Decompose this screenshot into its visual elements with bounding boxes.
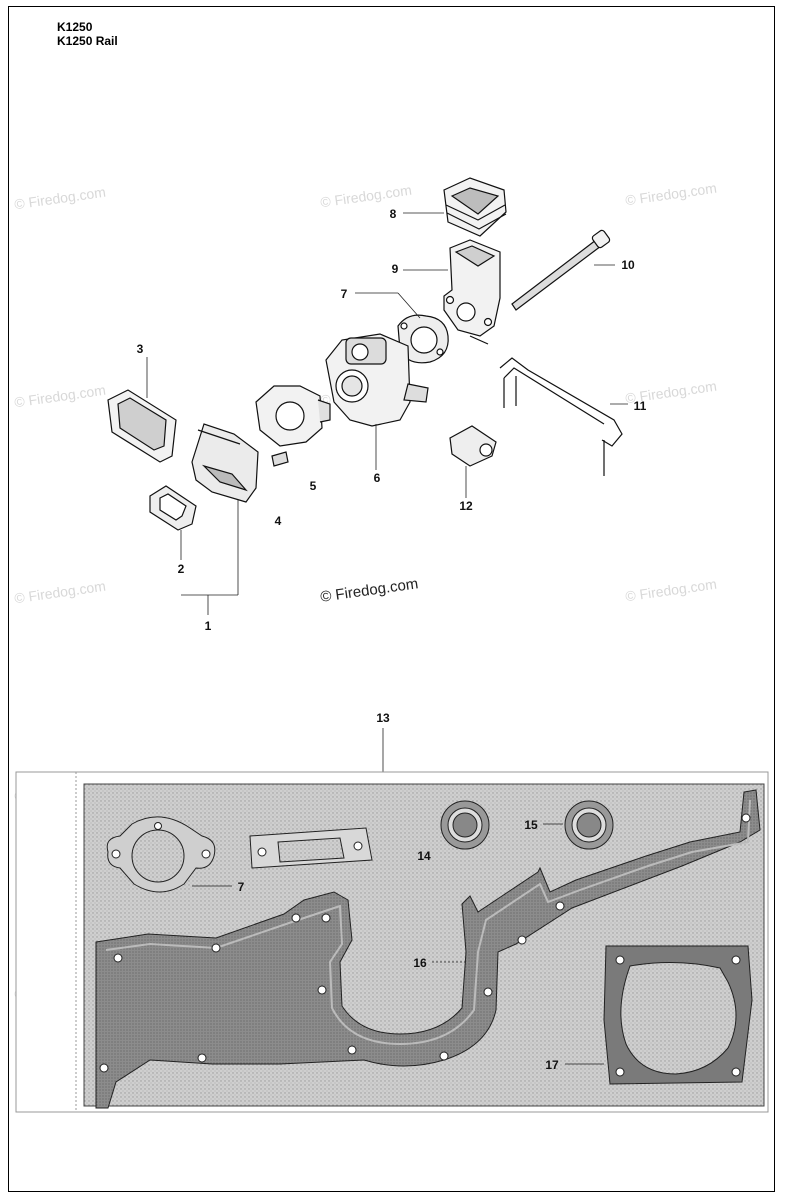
- callout-6: 6: [374, 471, 381, 485]
- part-10-bolt: [511, 229, 611, 311]
- part-5-throttle-body: [255, 385, 331, 467]
- callout-9: 9: [392, 262, 399, 276]
- leader-lines-upper: [146, 212, 628, 772]
- callout-16: 16: [413, 956, 427, 970]
- part-6-carburetor: [325, 333, 429, 427]
- model-title-1: K1250: [57, 20, 93, 34]
- callout-7-lower: 7: [238, 880, 245, 894]
- callout-10: 10: [621, 258, 635, 272]
- callout-4: 4: [275, 514, 282, 528]
- seal-ring-left: [440, 800, 490, 850]
- callout-1: 1: [205, 619, 212, 633]
- part-11-rail-bracket: [499, 357, 623, 476]
- callout-13: 13: [376, 711, 390, 725]
- part-9-manifold: [443, 239, 501, 345]
- part-3-filter: [107, 389, 177, 463]
- callout-7: 7: [341, 287, 348, 301]
- model-title-2: K1250 Rail: [57, 34, 118, 48]
- callout-15: 15: [524, 818, 538, 832]
- diagram-frame: [8, 6, 775, 1192]
- part-2-gasket: [149, 485, 197, 531]
- part-4-intake: [191, 423, 259, 503]
- part-7-gasket: [397, 314, 449, 364]
- part-8-intake-boot: [443, 177, 507, 237]
- callout-5: 5: [310, 479, 317, 493]
- part-14-exhaust-gasket: [249, 827, 373, 869]
- leader-lines-lower: [192, 823, 604, 1065]
- seal-ring-right: [564, 800, 614, 850]
- callout-8: 8: [390, 207, 397, 221]
- part-17-cylinder-gasket: [603, 945, 753, 1085]
- callout-17: 17: [545, 1058, 559, 1072]
- callout-12: 12: [459, 499, 473, 513]
- callout-14: 14: [417, 849, 431, 863]
- callout-11: 11: [634, 399, 647, 413]
- callout-2: 2: [178, 562, 185, 576]
- callout-3: 3: [137, 342, 144, 356]
- part-16-crankcase-gasket: [95, 789, 761, 1109]
- part-7-lower-gasket: [106, 816, 216, 893]
- part-12-connector: [449, 425, 497, 467]
